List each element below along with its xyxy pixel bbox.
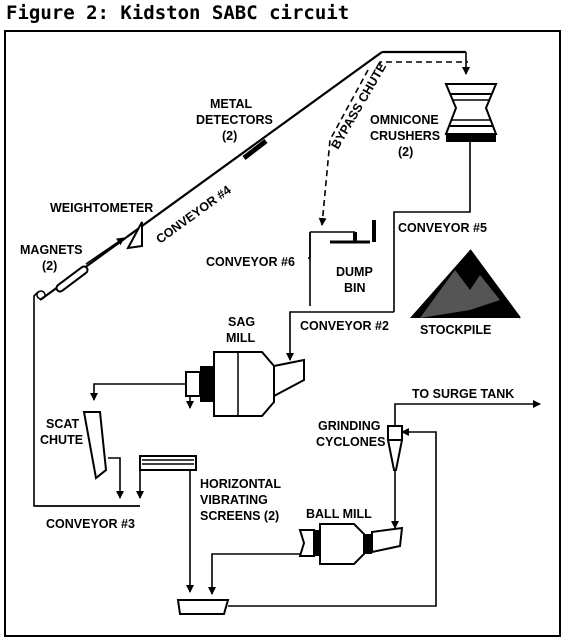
label-screens: SCREENS (2)	[200, 509, 279, 523]
label-conveyor-2: CONVEYOR #2	[300, 319, 389, 333]
label-bin: BIN	[344, 281, 366, 295]
pump-to-cyclones-line	[228, 428, 437, 607]
metal-detector-bar	[242, 139, 268, 160]
conveyor-3-return-line	[33, 291, 140, 507]
label-conveyor-6: CONVEYOR #6	[206, 255, 295, 269]
conveyor-5-line	[393, 142, 471, 312]
label-crushers-count: (2)	[398, 145, 413, 159]
sag-mill-icon	[185, 351, 305, 417]
label-detectors-count: (2)	[222, 129, 237, 143]
scat-to-conveyor-line	[108, 457, 124, 499]
label-grinding: GRINDING	[318, 419, 381, 433]
to-surge-tank-line	[394, 400, 541, 426]
label-ball-mill: BALL MILL	[306, 507, 372, 521]
dump-bin-icon	[330, 220, 376, 244]
weightometer-icon	[126, 221, 143, 250]
label-omnicone: OMNICONE	[370, 113, 439, 127]
magnets-icon	[55, 265, 89, 293]
label-mill: MILL	[226, 331, 256, 345]
conveyor-2-line	[286, 311, 394, 361]
scat-chute-icon	[82, 411, 108, 480]
label-metal: METAL	[210, 97, 252, 111]
label-conveyor-4: CONVEYOR #4	[154, 183, 234, 247]
pump-box-icon	[176, 599, 230, 615]
label-sag: SAG	[228, 315, 255, 329]
label-weightometer: WEIGHTOMETER	[50, 201, 153, 215]
label-magnets: MAGNETS	[20, 243, 83, 257]
sag-to-scat-line	[90, 383, 186, 401]
label-magnets-count: (2)	[42, 259, 57, 273]
label-scat: SCAT	[46, 417, 79, 431]
conveyor-4-belt	[39, 51, 383, 301]
label-cyclones: CYCLONES	[316, 435, 385, 449]
stockpile-icon	[410, 249, 521, 319]
label-conveyor-3: CONVEYOR #3	[46, 517, 135, 531]
label-stockpile: STOCKPILE	[420, 323, 491, 337]
label-vibrating: VIBRATING	[200, 493, 268, 507]
label-detectors: DETECTORS	[196, 113, 273, 127]
ball-mill-icon	[298, 523, 404, 565]
magnet-arrow	[85, 237, 125, 265]
omnicone-crusher-icon	[444, 83, 498, 142]
grinding-cyclones-icon	[386, 425, 404, 471]
ball-mill-to-pump-line	[208, 553, 304, 595]
figure-title: Figure 2: Kidston SABC circuit	[6, 2, 350, 24]
label-crushers: CRUSHERS	[370, 129, 440, 143]
label-conveyor-5: CONVEYOR #5	[398, 221, 487, 235]
label-horizontal: HORIZONTAL	[200, 477, 281, 491]
bypass-chute-line	[379, 61, 468, 66]
label-chute: CHUTE	[40, 433, 83, 447]
diagram-frame	[4, 30, 561, 637]
label-to-surge-tank: TO SURGE TANK	[412, 387, 514, 401]
vibrating-screens-icon	[139, 455, 197, 471]
label-dump: DUMP	[336, 265, 373, 279]
